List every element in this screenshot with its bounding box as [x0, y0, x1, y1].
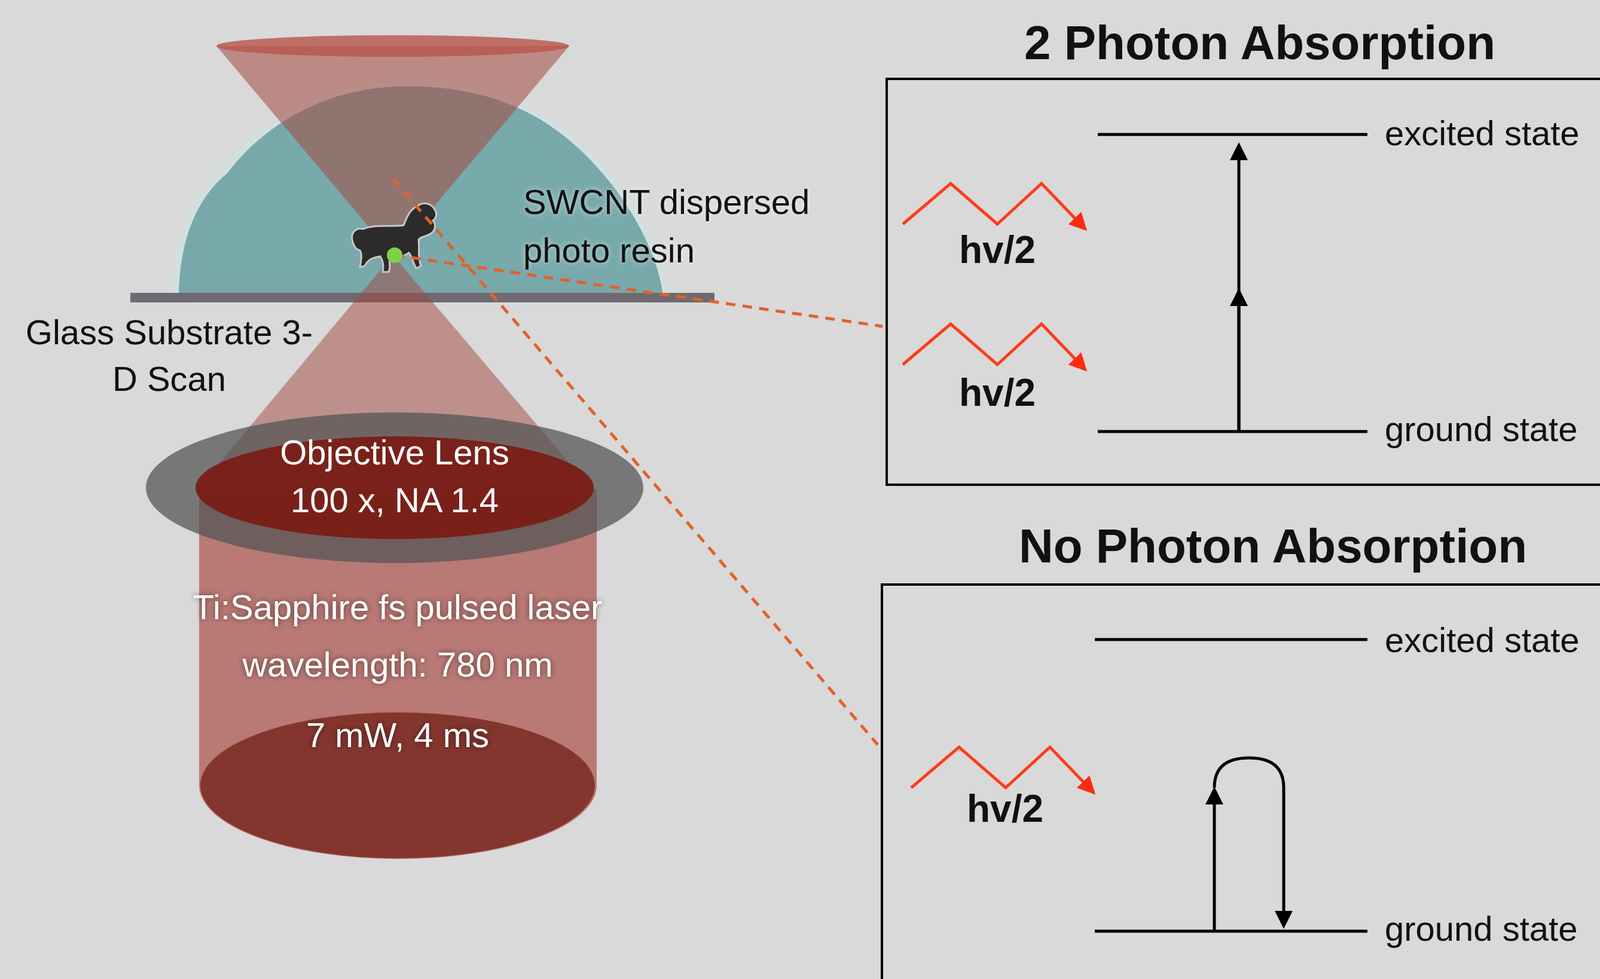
photon-label: hv/2 — [966, 786, 1044, 832]
relaxation-arrow — [1214, 758, 1284, 926]
objective-lens: Objective Lens 100 x, NA 1.4 — [144, 411, 645, 565]
laser-label: Ti:Sapphire fs pulsed laser — [193, 587, 603, 628]
photon-wave — [902, 324, 1084, 368]
resin-label: SWCNT dispersed photo resin — [523, 177, 835, 275]
laser-label: wavelength: 780 nm — [242, 644, 553, 685]
energy-level — [1094, 930, 1368, 934]
photon-label: hv/2 — [959, 227, 1036, 273]
state-label: ground state — [1384, 908, 1578, 949]
state-label: excited state — [1384, 113, 1580, 154]
photon-wave — [911, 747, 1092, 792]
cone-top-ellipse — [216, 35, 570, 57]
substrate-label: Glass Substrate 3-D Scan — [19, 309, 319, 403]
dog-structure — [352, 203, 437, 273]
box-heading: No Photon Absorption — [1018, 518, 1528, 574]
laser-cone-top — [216, 46, 570, 256]
laser-label: 7 mW, 4 ms — [306, 715, 490, 756]
box-heading: 2 Photon Absorption — [1024, 15, 1496, 71]
laser-cylinder-end — [200, 712, 595, 859]
energy-level — [1097, 430, 1368, 434]
transition-arrow — [1237, 145, 1241, 432]
energy-level — [1094, 638, 1368, 642]
state-label: excited state — [1384, 620, 1580, 661]
transition-arrow — [1213, 790, 1217, 932]
lens-label: 100 x, NA 1.4 — [290, 480, 499, 521]
lens-label: Objective Lens — [279, 432, 510, 473]
state-label: ground state — [1384, 408, 1578, 450]
energy-level — [1097, 133, 1368, 137]
photon-wave — [902, 183, 1084, 228]
lens-rim — [145, 412, 644, 564]
focus-dot — [386, 247, 403, 264]
photon-label: hv/2 — [959, 370, 1036, 415]
